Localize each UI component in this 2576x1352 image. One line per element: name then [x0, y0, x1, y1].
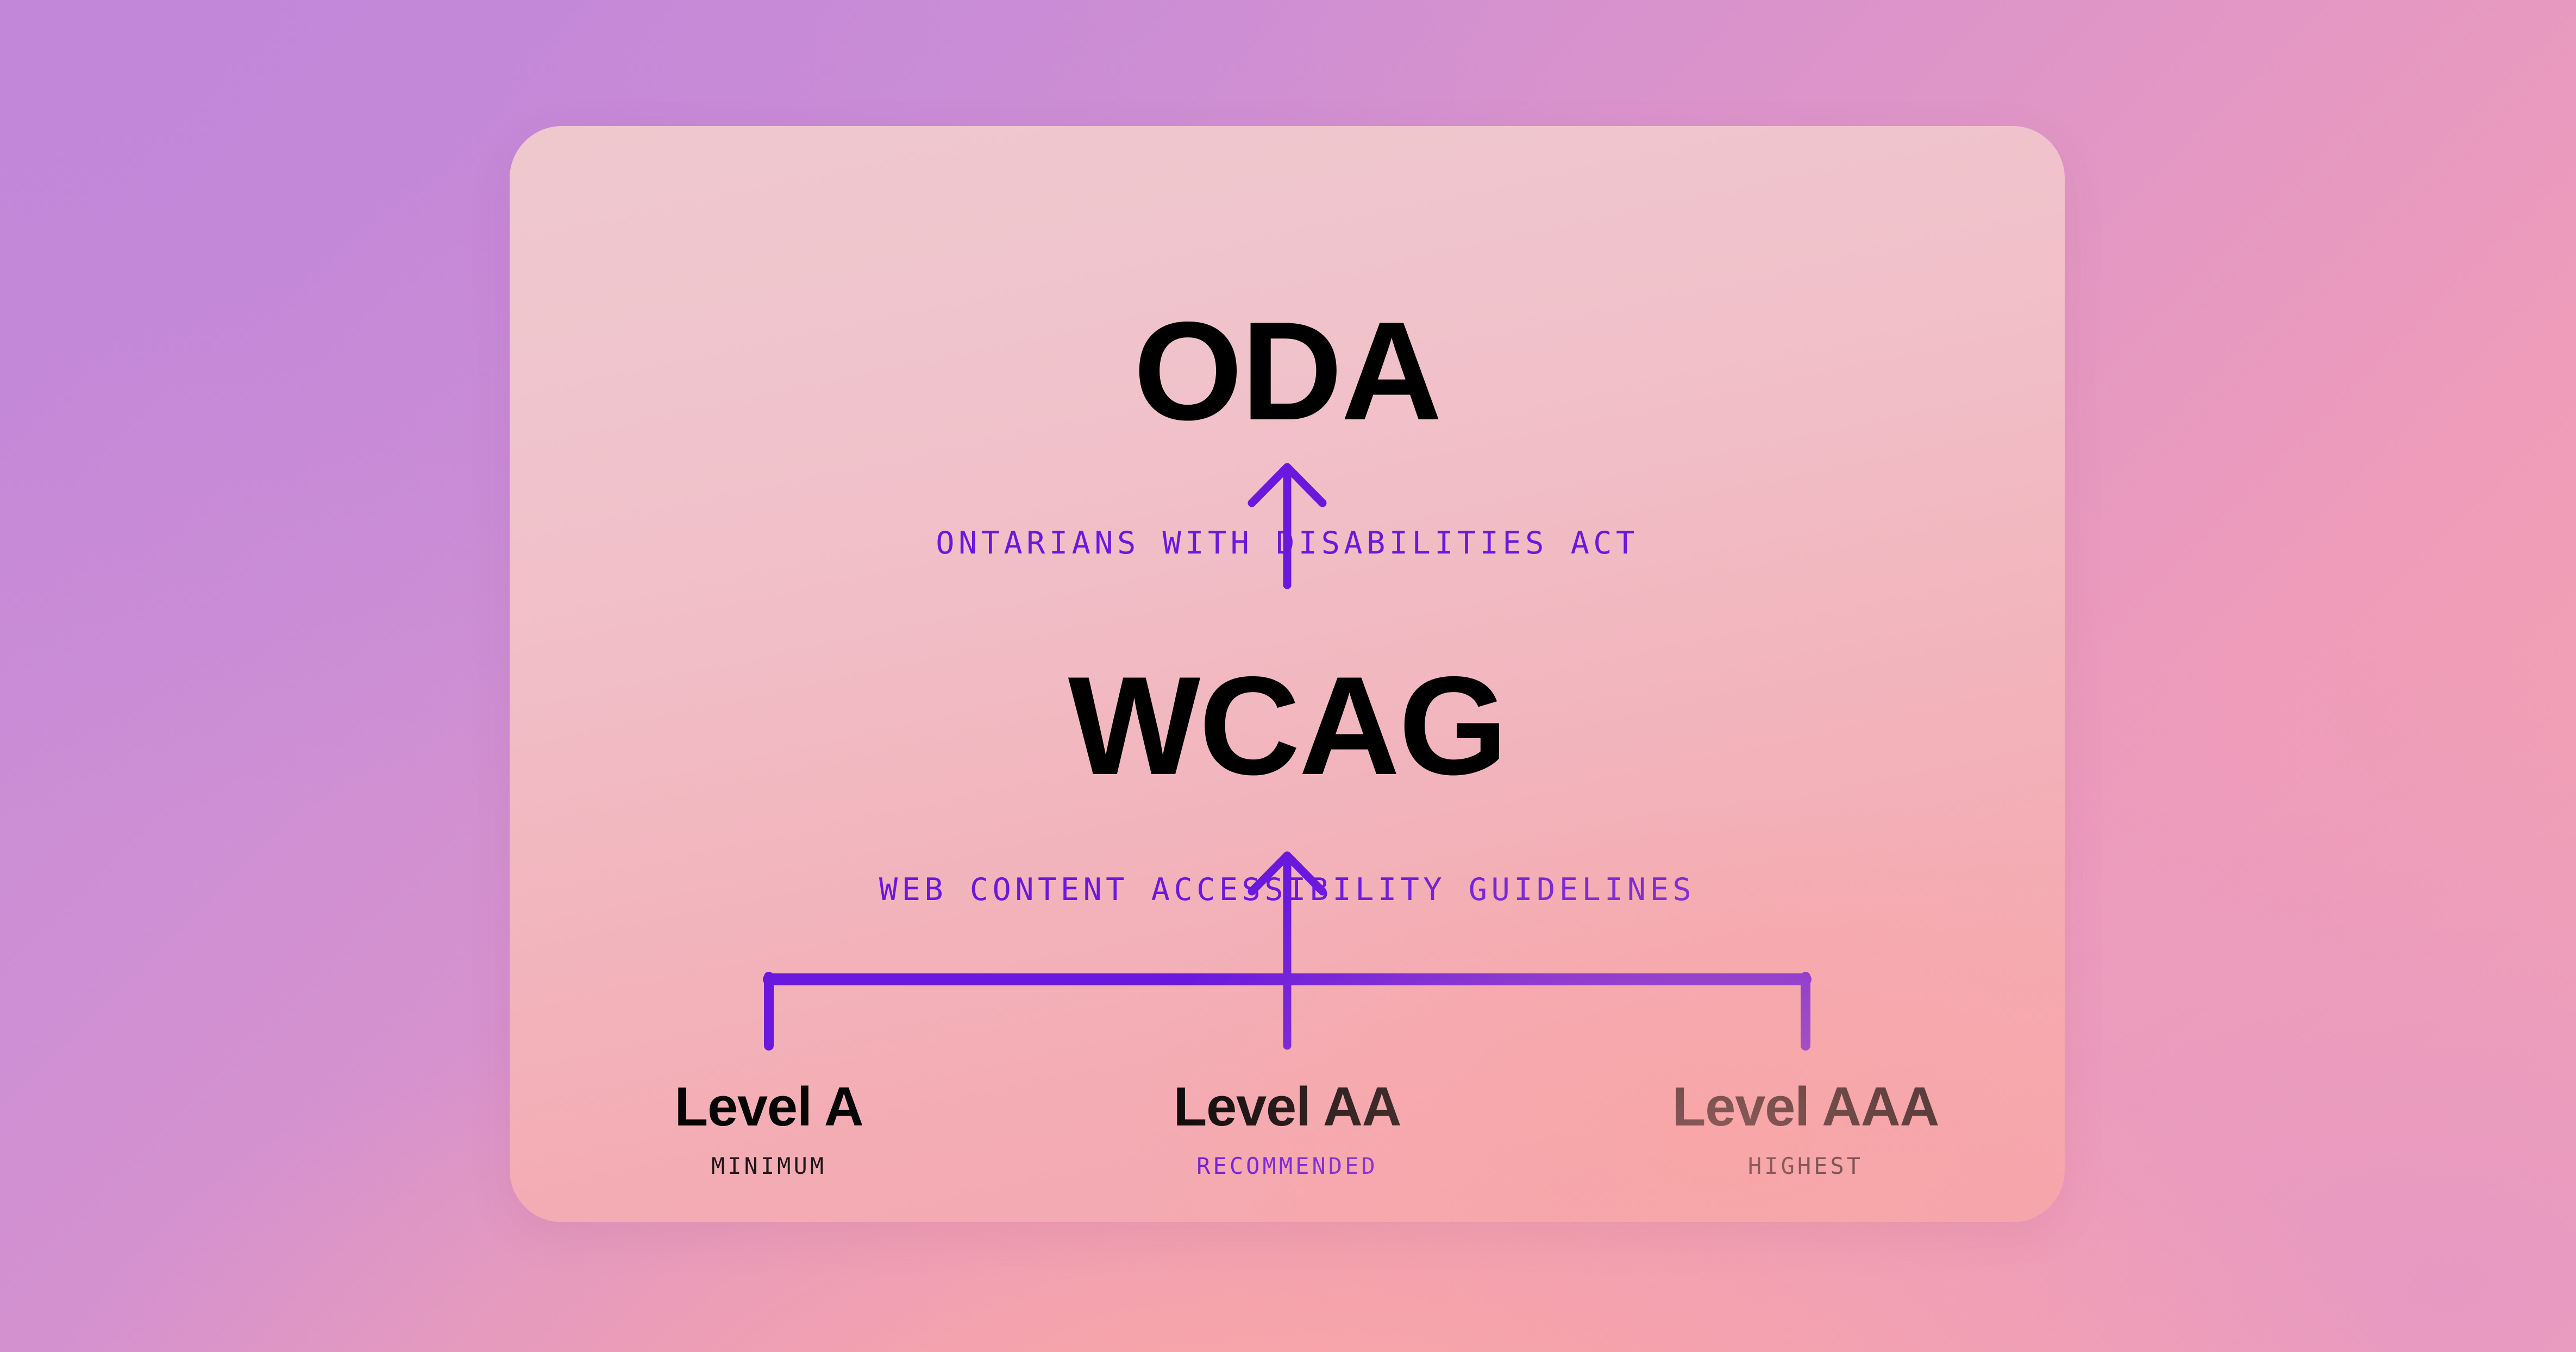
wcag-subtitle: WEB CONTENT ACCESSIBILITY GUIDELINES — [879, 872, 1696, 908]
diagram-card: ODA ONTARIANS WITH DISABILITIES ACT WCAG… — [510, 126, 2065, 1222]
level-aa-tag: RECOMMENDED — [1196, 1153, 1378, 1180]
oda-heading: ODA — [1133, 292, 1442, 449]
oda-subtitle: ONTARIANS WITH DISABILITIES ACT — [936, 525, 1639, 561]
wcag-heading: WCAG — [1068, 647, 1508, 804]
level-aaa-tag: HIGHEST — [1747, 1153, 1864, 1180]
level-a-tag: MINIMUM — [711, 1153, 827, 1180]
level-column-aaa: Level AAA HIGHEST — [1546, 1079, 2065, 1178]
bracket-levels-icon — [763, 972, 1812, 1051]
level-a-name: Level A — [674, 1077, 863, 1137]
diagram-stack: ODA ONTARIANS WITH DISABILITIES ACT WCAG… — [510, 126, 2065, 1222]
level-column-aa: Level AA RECOMMENDED — [1028, 1079, 1546, 1178]
level-column-a: Level A MINIMUM — [510, 1079, 1028, 1178]
level-aa-name: Level AA — [1173, 1077, 1402, 1137]
levels-row: Level A MINIMUM Level AA RECOMMENDED Lev… — [510, 1079, 2065, 1178]
level-aaa-name: Level AAA — [1672, 1077, 1940, 1137]
